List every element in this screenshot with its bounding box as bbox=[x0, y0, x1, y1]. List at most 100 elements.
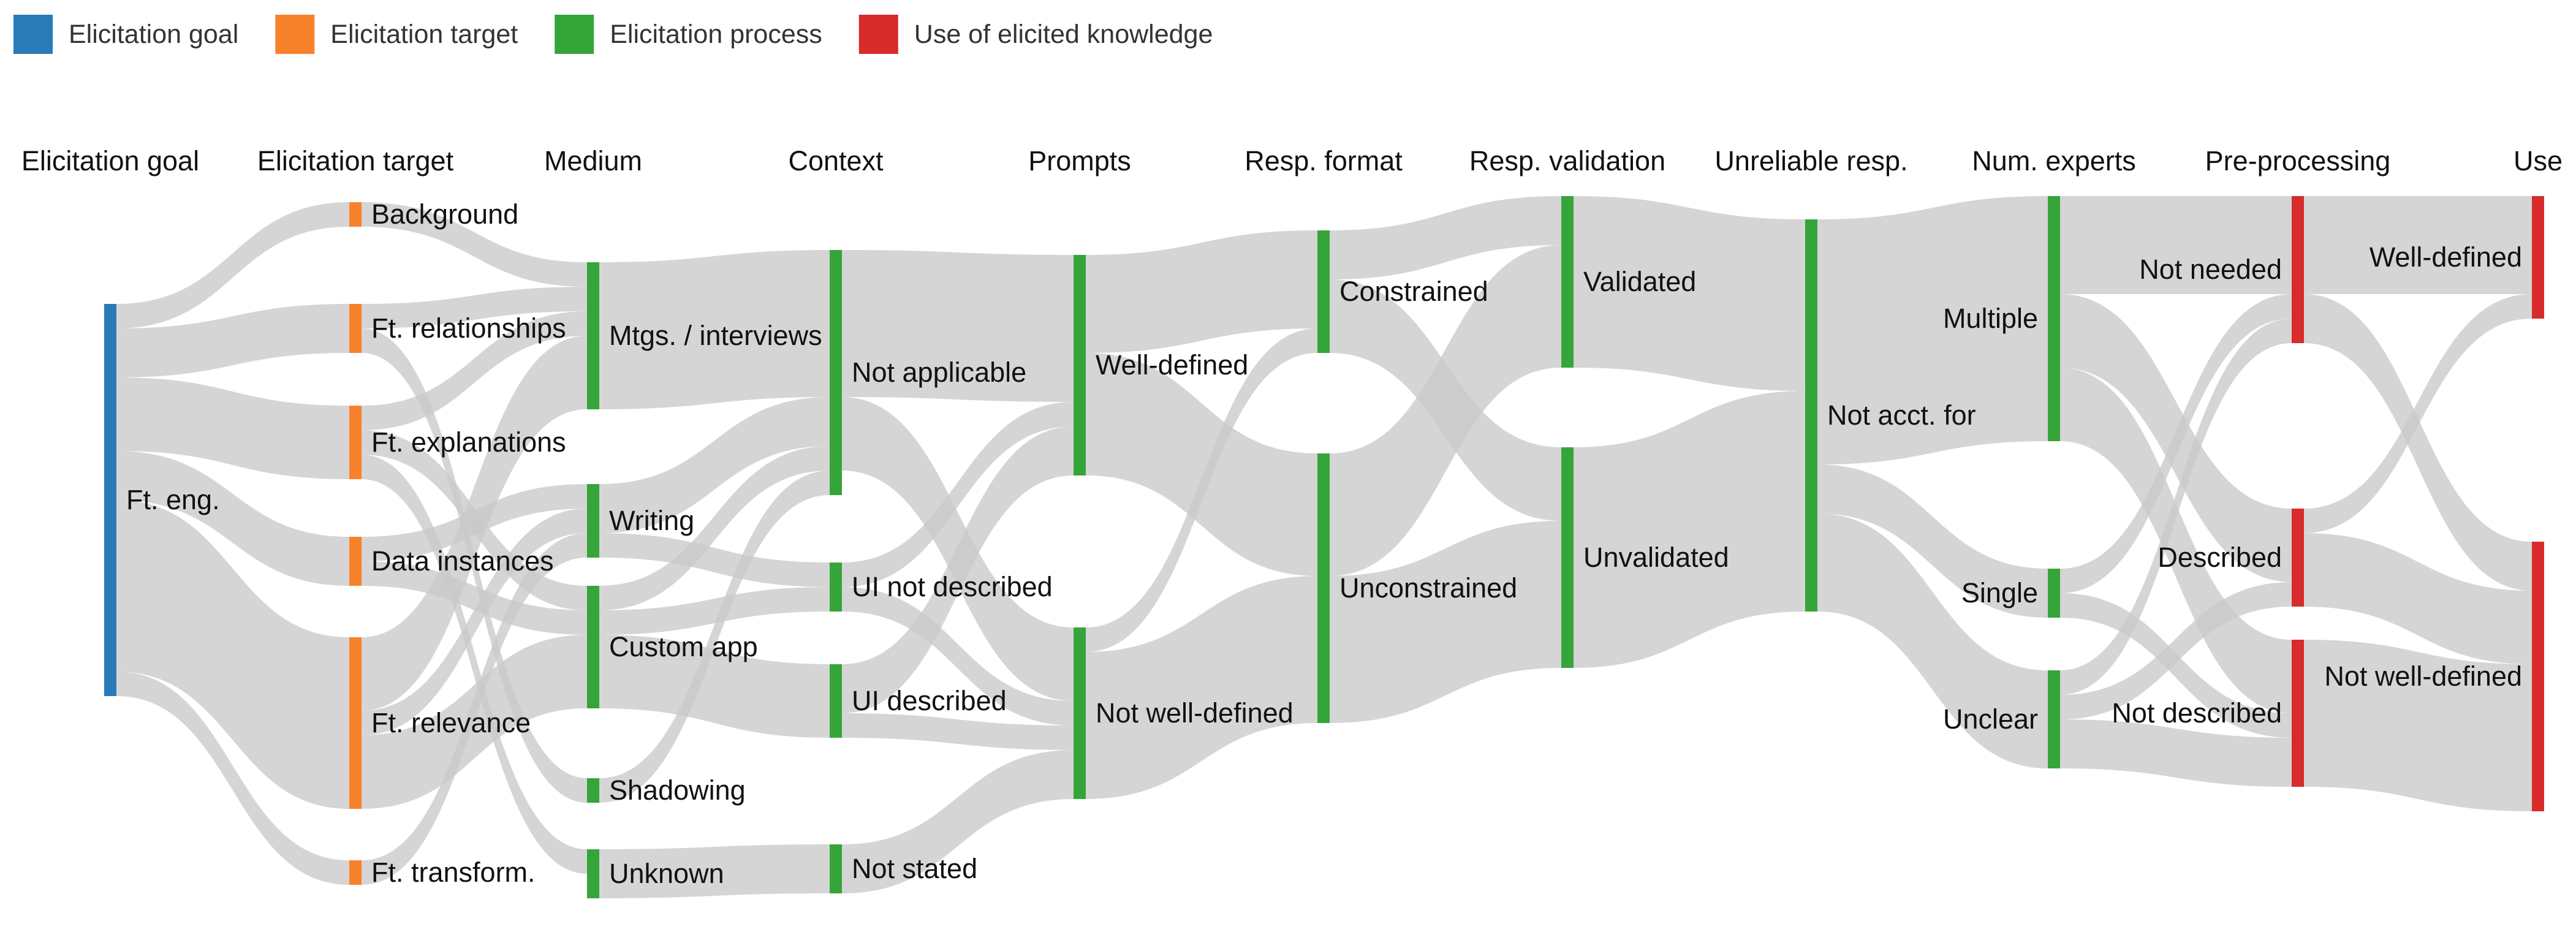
legend-label-goal: Elicitation goal bbox=[69, 20, 238, 49]
sankey-link-unclear-to-notdescribed bbox=[2060, 719, 2292, 787]
sankey-link-unclear-to-notneeded bbox=[2060, 319, 2292, 695]
sankey-node-medium-custom-app bbox=[587, 586, 599, 708]
node-label-respval-unvalidated: Unvalidated bbox=[1583, 542, 1729, 573]
node-label-target-ft-transform: Ft. transform. bbox=[371, 857, 536, 888]
node-label-context-ui-described: UI described bbox=[852, 685, 1007, 716]
node-label-numexp-multiple: Multiple bbox=[1943, 303, 2038, 334]
sankey-node-use-not-well-defined bbox=[2532, 542, 2544, 811]
sankey-link-fteng-to-fttrans bbox=[116, 672, 349, 885]
sankey-node-medium-writing bbox=[587, 484, 599, 558]
sankey-link-datainst-to-customapp bbox=[362, 561, 587, 635]
sankey-link-notdescribed-to-unotwell bbox=[2304, 640, 2532, 811]
legend-swatch-target bbox=[275, 15, 315, 54]
sankey-link-notacct-to-multiple bbox=[1817, 196, 2048, 464]
legend-swatch-goal bbox=[13, 15, 53, 54]
sankey-node-medium-shadowing bbox=[587, 778, 599, 803]
sankey-link-uinot-to-pwell bbox=[842, 402, 1074, 587]
node-label-preproc-described: Described bbox=[2157, 542, 2282, 573]
sankey-link-writing-to-uinot bbox=[599, 533, 830, 587]
node-label-context-not-stated: Not stated bbox=[852, 853, 977, 884]
sankey-node-preproc-not-described bbox=[2292, 640, 2304, 787]
column-header-goal: Elicitation goal bbox=[21, 145, 199, 176]
sankey-link-pwell-to-constrained bbox=[1086, 230, 1317, 353]
sankey-link-ftexp-to-unknown bbox=[362, 455, 587, 874]
sankey-link-validated-to-notacct bbox=[1574, 196, 1805, 391]
node-label-prompts-not-well-defined: Not well-defined bbox=[1096, 697, 1294, 729]
sankey-link-mtgs-to-notapp bbox=[599, 250, 830, 409]
column-header-numexp: Num. experts bbox=[1972, 145, 2136, 176]
sankey-link-described-to-uwell bbox=[2304, 294, 2532, 533]
sankey-link-fteng-to-background bbox=[116, 202, 349, 328]
sankey-link-ftexp-to-mtgs bbox=[362, 311, 587, 430]
sankey-node-target-ft-transform bbox=[349, 860, 362, 885]
node-label-medium-writing: Writing bbox=[609, 505, 694, 536]
node-label-context-not-applicable: Not applicable bbox=[852, 357, 1026, 388]
sankey-link-constrained-to-validated bbox=[1330, 196, 1561, 279]
sankey-node-target-ft-relationships bbox=[349, 304, 362, 353]
sankey-link-customapp-to-notapp bbox=[599, 446, 830, 610]
node-label-preproc-not-needed: Not needed bbox=[2139, 254, 2282, 285]
sankey-links bbox=[116, 196, 2532, 898]
sankey-node-context-not-stated bbox=[830, 844, 842, 893]
sankey-link-fteng-to-ftexp bbox=[116, 377, 349, 479]
sankey-node-context-ui-described bbox=[830, 664, 842, 738]
sankey-node-prompts-well-defined bbox=[1074, 255, 1086, 475]
sankey-node-context-ui-not-described bbox=[830, 563, 842, 612]
sankey-link-ftrelev-to-mtgs bbox=[362, 336, 587, 711]
sankey-node-target-ft-relevance bbox=[349, 637, 362, 809]
sankey-link-writing-to-notapp bbox=[599, 397, 830, 533]
node-label-medium-mtgs-interviews: Mtgs. / interviews bbox=[609, 320, 822, 351]
sankey-link-multiple-to-notneeded bbox=[2060, 196, 2292, 294]
node-label-goal-ft-eng: Ft. eng. bbox=[126, 484, 220, 515]
sankey-link-fteng-to-datainst bbox=[116, 451, 349, 586]
sankey-node-target-data-instances bbox=[349, 537, 362, 586]
column-header-context: Context bbox=[788, 145, 884, 176]
sankey-link-unknown-to-notstated bbox=[599, 844, 830, 898]
sankey-link-pnotwell-to-unconstrained bbox=[1086, 576, 1317, 799]
sankey-link-uinot-to-pnotwell bbox=[842, 587, 1074, 726]
node-label-target-ft-relationships: Ft. relationships bbox=[371, 313, 566, 344]
node-label-context-ui-not-described: UI not described bbox=[852, 571, 1053, 602]
sankey-node-preproc-not-needed bbox=[2292, 196, 2304, 343]
sankey-node-respformat-constrained bbox=[1317, 230, 1330, 353]
node-label-respformat-unconstrained: Unconstrained bbox=[1339, 572, 1517, 604]
sankey-node-numexp-multiple bbox=[2048, 196, 2060, 441]
sankey-node-respval-unvalidated bbox=[1561, 447, 1574, 668]
node-label-use-well-defined: Well-defined bbox=[2370, 241, 2522, 273]
node-label-respformat-constrained: Constrained bbox=[1339, 276, 1488, 307]
node-label-numexp-single: Single bbox=[1961, 577, 2038, 608]
sankey-link-background-to-mtgs bbox=[362, 202, 587, 287]
column-header-respformat: Resp. format bbox=[1244, 145, 1403, 176]
sankey-link-ftrelev-to-writing bbox=[362, 509, 587, 735]
node-label-numexp-unclear: Unclear bbox=[1943, 703, 2038, 735]
node-label-medium-unknown: Unknown bbox=[609, 858, 724, 889]
sankey-link-notneeded-to-uwell bbox=[2304, 196, 2532, 294]
sankey-node-respval-validated bbox=[1561, 196, 1574, 368]
column-header-use: Use bbox=[2513, 145, 2563, 176]
legend-swatch-use bbox=[858, 15, 898, 54]
legend-label-use: Use of elicited knowledge bbox=[914, 20, 1213, 49]
sankey-link-ftrelev-to-customapp bbox=[362, 635, 587, 809]
sankey-link-uides-to-pwell bbox=[842, 426, 1074, 713]
sankey-link-customapp-to-uides bbox=[599, 635, 830, 738]
sankey-node-numexp-unclear bbox=[2048, 670, 2060, 768]
sankey-link-notapp-to-pwell bbox=[842, 250, 1074, 402]
sankey-link-pwell-to-unconstrained bbox=[1086, 353, 1317, 576]
sankey-link-notneeded-to-unotwell bbox=[2304, 294, 2532, 591]
column-header-prompts: Prompts bbox=[1028, 145, 1131, 176]
sankey-link-customapp-to-uinot bbox=[599, 587, 830, 635]
sankey-link-pnotwell-to-constrained bbox=[1086, 328, 1317, 652]
node-label-target-background: Background bbox=[371, 199, 518, 230]
sankey-link-unconstrained-to-unvalidated bbox=[1330, 521, 1561, 723]
sankey-link-single-to-notneeded bbox=[2060, 294, 2292, 593]
sankey-link-fteng-to-ftrel bbox=[116, 304, 349, 377]
sankey-link-unvalidated-to-notacct bbox=[1574, 391, 1805, 668]
node-label-use-not-well-defined: Not well-defined bbox=[2324, 661, 2522, 692]
column-header-preproc: Pre-processing bbox=[2205, 145, 2391, 176]
node-label-target-ft-explanations: Ft. explanations bbox=[371, 426, 566, 458]
